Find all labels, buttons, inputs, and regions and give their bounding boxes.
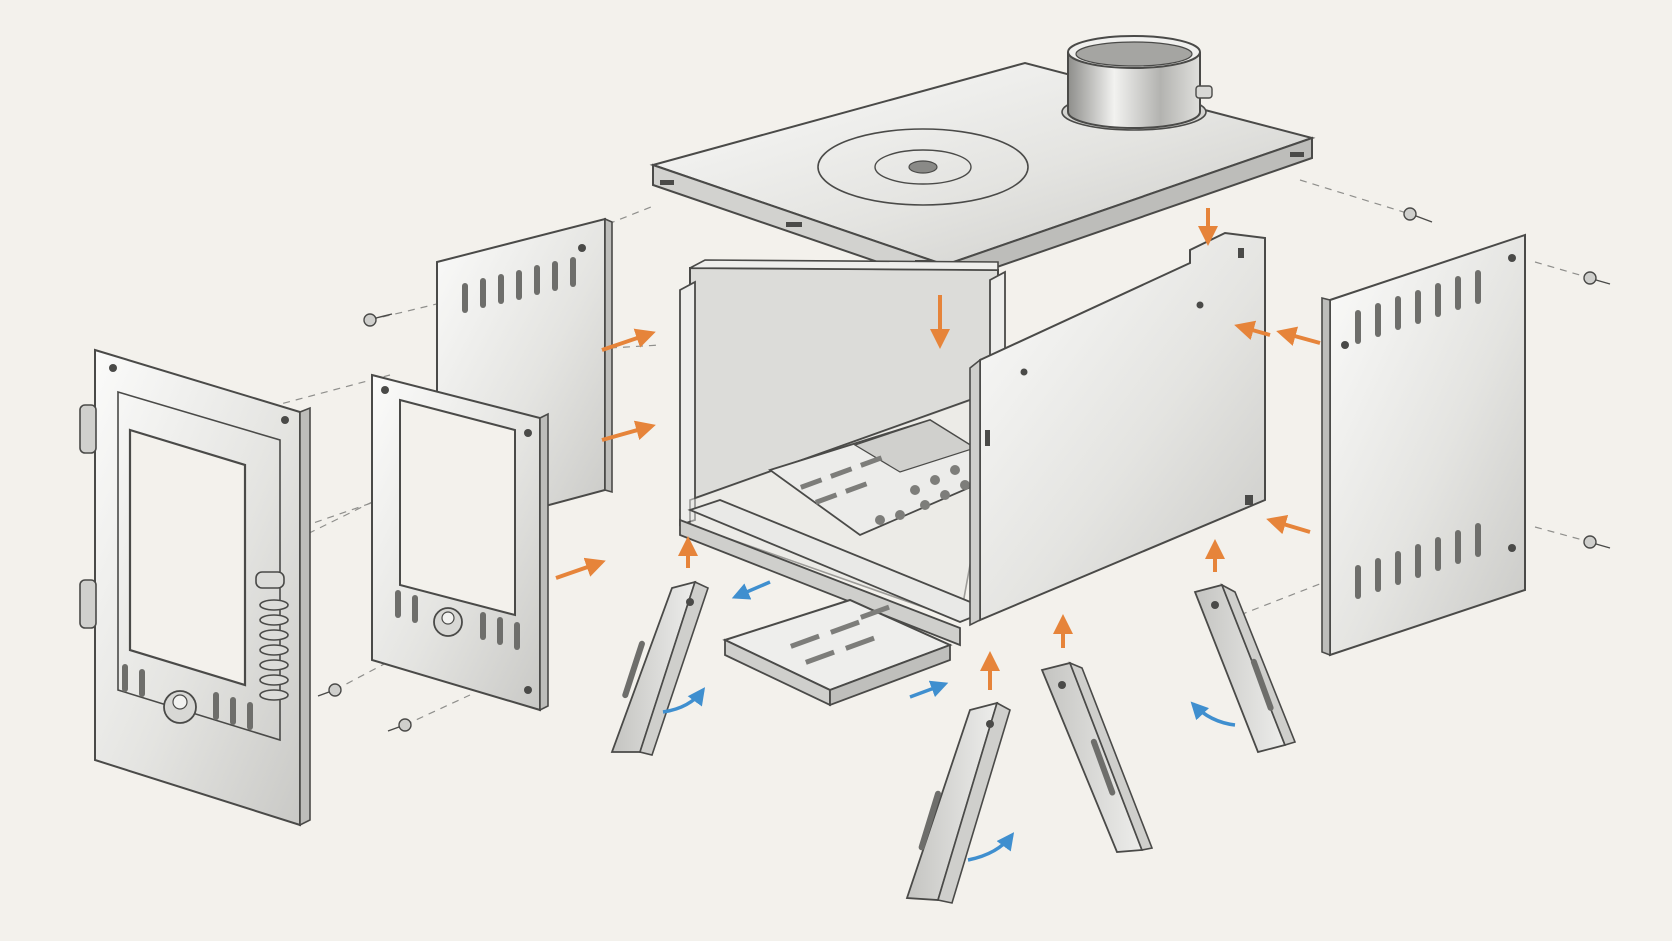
front-glass-frame: [371, 373, 549, 712]
right-side-wall: [969, 231, 1266, 627]
ash-tray: [722, 598, 953, 707]
right-vented-panel: [1321, 233, 1526, 657]
screw-icon: [363, 313, 393, 327]
leg-back-right: [1193, 583, 1297, 754]
leg-back-center: [1040, 661, 1154, 853]
hinge-icon: [79, 404, 97, 454]
assembly-arrow-icon: [601, 328, 656, 352]
spring-handle-icon: [255, 571, 289, 701]
screws: [317, 207, 1611, 732]
chimney-collar: [1061, 35, 1213, 131]
leg-front-left: [610, 580, 709, 756]
assembly-arrows: [555, 208, 1321, 690]
rotation-arrow-icon: [731, 580, 771, 600]
leg-front-center: [905, 701, 1011, 904]
front-door: [79, 348, 311, 827]
stove-body: [679, 259, 1006, 647]
rotation-arrows: [662, 580, 1236, 862]
firebox-grate: [768, 419, 1012, 537]
